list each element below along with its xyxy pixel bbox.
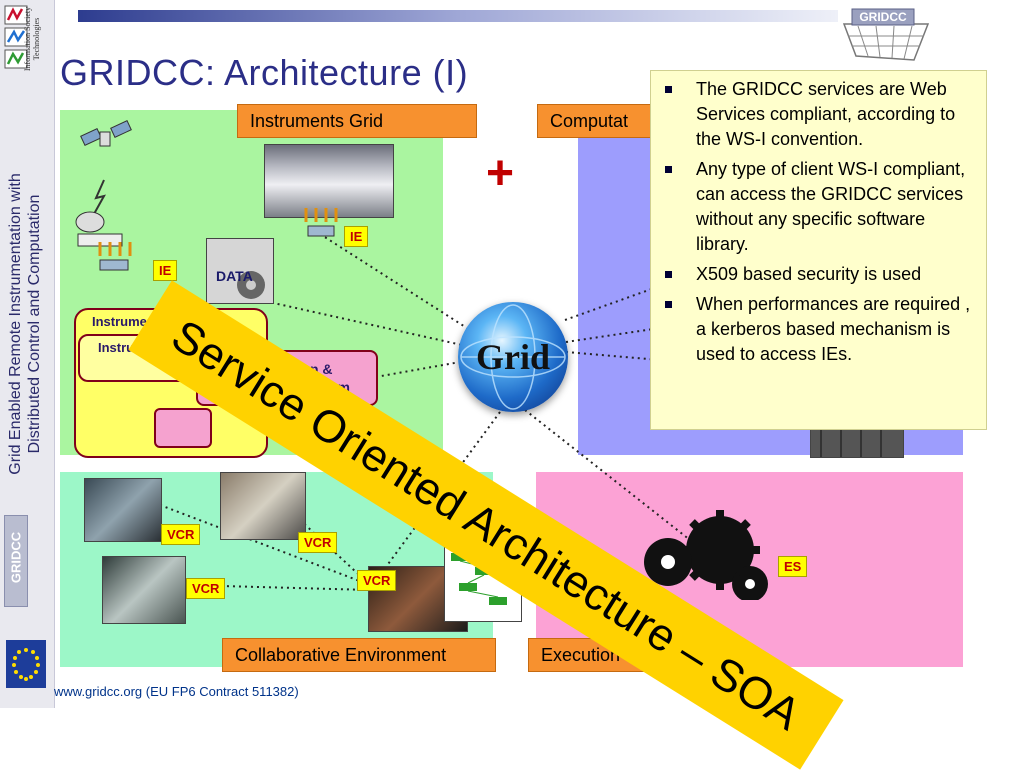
grid-label: Grid bbox=[475, 337, 550, 377]
bullet-list: The GRIDCC services are Web Services com… bbox=[651, 77, 986, 367]
info-text-box: The GRIDCC services are Web Services com… bbox=[650, 70, 987, 430]
gears-icon bbox=[640, 510, 770, 605]
vcr-tag-4: VCR bbox=[357, 570, 397, 591]
ist-logo-icon bbox=[4, 4, 28, 76]
control-room-photo-2 bbox=[220, 472, 306, 540]
satellite-icon bbox=[78, 118, 134, 173]
inner-pink-box bbox=[154, 408, 212, 448]
instrument-sensor-icon bbox=[298, 206, 342, 247]
sidebar-gridcc-badge: GRIDCC bbox=[4, 515, 28, 607]
vcr-tag-3: VCR bbox=[186, 578, 226, 599]
collaborative-environment-label: Collaborative Environment bbox=[222, 638, 496, 672]
vcr-tag-1: VCR bbox=[161, 524, 201, 545]
footer-link[interactable]: www.gridcc.org (EU FP6 Contract 511382) bbox=[54, 684, 299, 699]
mountain-photo bbox=[264, 144, 394, 218]
bullet-item: When performances are required , a kerbe… bbox=[665, 292, 976, 367]
eu-flag-icon bbox=[6, 640, 46, 688]
instruments-grid-label: Instruments Grid bbox=[237, 104, 477, 138]
gridcc-logo-text: GRIDCC bbox=[859, 10, 907, 24]
bullet-item: The GRIDCC services are Web Services com… bbox=[665, 77, 976, 152]
plus-sign: + bbox=[486, 147, 515, 200]
control-room-photo-1 bbox=[84, 478, 162, 542]
es-tag: ES bbox=[778, 556, 808, 577]
ie-tag-left: IE bbox=[153, 260, 178, 281]
ie-tag-right: IE bbox=[344, 226, 369, 247]
header-gradient-bar bbox=[78, 10, 838, 22]
globe-icon bbox=[458, 302, 568, 412]
bullet-item: X509 based security is used bbox=[665, 262, 976, 287]
vcr-tag-2: VCR bbox=[298, 532, 338, 553]
data-label: DATA bbox=[216, 268, 253, 284]
slide-title: GRIDCC: Architecture (I) bbox=[60, 52, 469, 93]
gridcc-logo: GRIDCC bbox=[838, 6, 936, 64]
data-document-icon bbox=[206, 238, 274, 304]
instrument-sensor-icon bbox=[92, 240, 136, 285]
bullet-item: Any type of client WS-I compliant, can a… bbox=[665, 157, 976, 257]
computation-grid-label: Computat bbox=[537, 104, 651, 138]
control-room-photo-3 bbox=[102, 556, 186, 624]
